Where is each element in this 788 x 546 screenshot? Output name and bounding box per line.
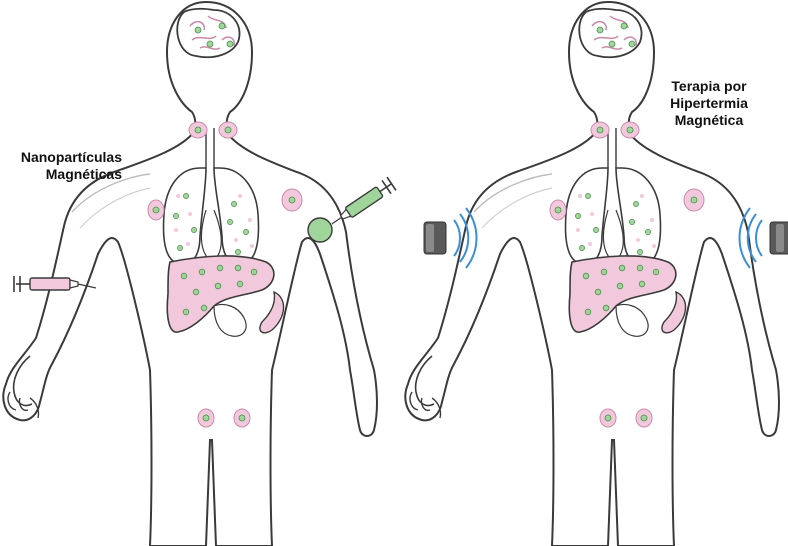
nanoparticles-label-line1: Nanopartículas (12, 149, 122, 166)
hyperthermia-label-line2: Hipertermia (654, 95, 764, 112)
left-body-outline (3, 2, 377, 546)
hyperthermia-label-line1: Terapia por (654, 78, 764, 95)
hyperthermia-label-line3: Magnética (654, 112, 764, 129)
left-body-figure (3, 2, 377, 546)
nanoparticles-label: Nanopartículas Magnéticas (12, 149, 122, 183)
nanoparticles-label-line2: Magnéticas (12, 166, 122, 183)
hyperthermia-label: Terapia por Hipertermia Magnética (654, 78, 764, 129)
